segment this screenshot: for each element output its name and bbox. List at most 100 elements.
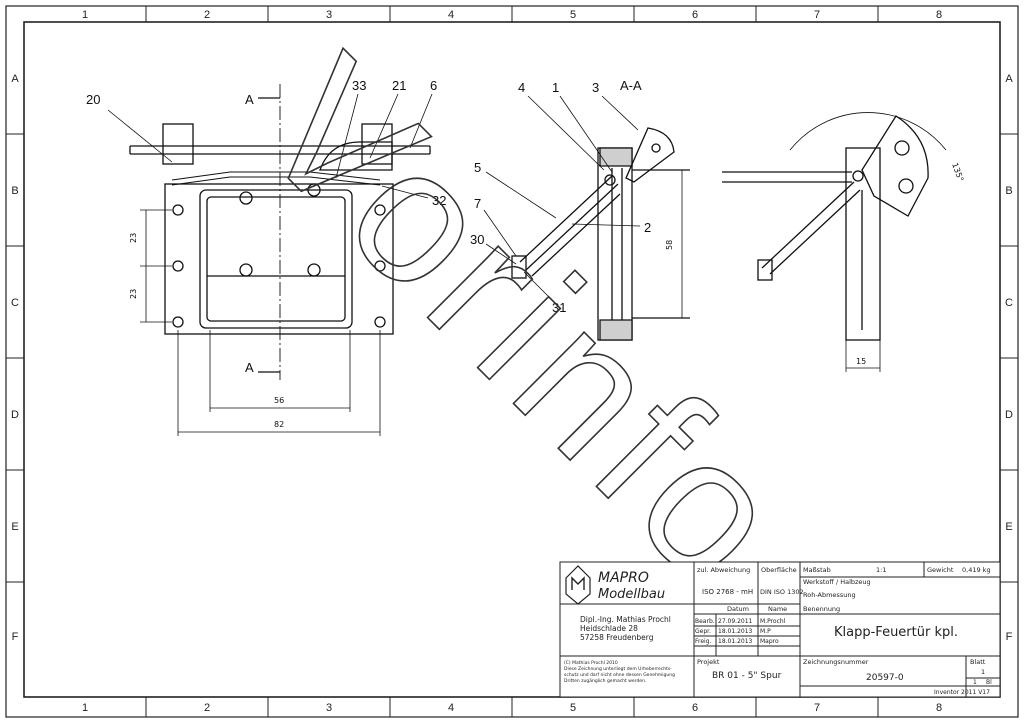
row-gepr-date: 18.01.2013 <box>718 628 753 635</box>
sheet-header: Blatt <box>970 658 986 666</box>
row-bearb-date: 27.09.2011 <box>718 618 753 625</box>
surface-header: Oberfläche <box>761 566 797 574</box>
side-view <box>722 112 947 372</box>
material-header: Werkstoff / Halbzeug <box>803 578 871 586</box>
grid-row-a-right: A <box>1005 73 1013 85</box>
grid-col-8-bottom: 8 <box>936 702 942 714</box>
callout-4: 4 <box>518 80 525 95</box>
callout-20: 20 <box>86 92 100 107</box>
sheet-of: 1 <box>973 679 977 686</box>
grid-col-8-top: 8 <box>936 9 942 21</box>
row-freig-label: Freig. <box>695 638 712 645</box>
sheet-value: 1 <box>981 668 985 676</box>
row-bearb-name: M.Prochl <box>760 618 786 625</box>
project-value: BR 01 - 5" Spur <box>712 671 782 681</box>
callout-33: 33 <box>352 78 366 93</box>
tolerance-header: zul. Abweichung <box>697 566 750 574</box>
grid-row-e-left: E <box>11 521 18 533</box>
section-leaders <box>483 95 641 297</box>
copyright-line-1: (C) Mathias Prochl 2010 <box>564 660 618 666</box>
section-view <box>511 127 690 341</box>
drawing-no-header: Zeichnungsnummer <box>803 658 869 666</box>
grid-row-a-left: A <box>11 73 19 85</box>
dim-15: 15 <box>856 357 866 366</box>
grid-col-2-bottom: 2 <box>204 702 210 714</box>
grid-row-c-left: C <box>11 297 19 309</box>
weight-header: Gewicht <box>927 566 954 574</box>
grid-col-2-top: 2 <box>204 9 210 21</box>
software-version: Inventor 2011 V17 <box>934 689 990 696</box>
grid-row-f-left: F <box>12 631 19 643</box>
grid-row-c-right: C <box>1005 297 1013 309</box>
callout-5: 5 <box>474 160 481 175</box>
grid-col-7-bottom: 7 <box>814 702 820 714</box>
surface-value: DIN ISO 1302 <box>760 588 804 596</box>
person-header: Name <box>768 605 787 613</box>
callout-6: 6 <box>430 78 437 93</box>
dim-58: 58 <box>665 240 674 250</box>
grid-row-b-left: B <box>11 185 18 197</box>
grid-col-1-top: 1 <box>82 9 88 21</box>
rawsize-header: Roh-Abmessung <box>803 591 856 599</box>
row-gepr-label: Gepr. <box>695 628 711 635</box>
watermark: Vorinfo <box>221 19 829 627</box>
callout-31: 31 <box>552 300 566 315</box>
title-block <box>559 561 1001 698</box>
callout-32: 32 <box>432 193 446 208</box>
row-gepr-name: M.P <box>760 628 771 635</box>
scale-header: Maßstab <box>803 566 831 574</box>
project-header: Projekt <box>697 658 720 666</box>
mapro-logo <box>565 565 591 605</box>
dim-56: 56 <box>274 396 284 405</box>
grid-col-7-top: 7 <box>814 9 820 21</box>
callout-1: 1 <box>552 80 559 95</box>
address-line-1: Dipl.-Ing. Mathias Prochl <box>580 615 671 624</box>
sheet-of-unit: Bl <box>986 679 992 686</box>
section-mark-top: A <box>245 92 254 107</box>
grid-row-b-right: B <box>1005 185 1012 197</box>
row-freig-name: Mapro <box>760 638 779 645</box>
callout-3: 3 <box>592 80 599 95</box>
dim-82: 82 <box>274 420 284 429</box>
drawing-title: Klapp-Feuertür kpl. <box>834 625 958 640</box>
dim-23-lower: 23 <box>129 289 138 299</box>
callout-7: 7 <box>474 196 481 211</box>
callout-2: 2 <box>644 220 651 235</box>
row-bearb-label: Bearb. <box>695 618 715 625</box>
front-view <box>129 84 431 380</box>
grid-col-3-top: 3 <box>326 9 332 21</box>
grid-col-4-bottom: 4 <box>448 702 454 714</box>
front-dimensions <box>140 209 381 436</box>
grid-row-f-right: F <box>1006 631 1013 643</box>
name-header: Benennung <box>803 605 840 613</box>
grid-col-6-bottom: 6 <box>692 702 698 714</box>
grid-ticks <box>6 6 1018 717</box>
dim-23-upper: 23 <box>129 233 138 243</box>
grid-row-d-right: D <box>1005 409 1013 421</box>
row-freig-date: 18.01.2013 <box>718 638 753 645</box>
date-header: Datum <box>727 605 749 613</box>
grid-col-4-top: 4 <box>448 9 454 21</box>
grid-col-1-bottom: 1 <box>82 702 88 714</box>
address-line-3: 57258 Freudenberg <box>580 633 654 642</box>
copyright-line-3: schutz und darf nicht ohne dessen Genehm… <box>564 672 675 678</box>
callout-21: 21 <box>392 78 406 93</box>
address-line-2: Heidschlade 28 <box>580 624 638 633</box>
drawing-no: 20597-0 <box>866 673 904 683</box>
weight-value: 0,419 kg <box>962 566 991 574</box>
grid-col-5-top: 5 <box>570 9 576 21</box>
callout-30: 30 <box>470 232 484 247</box>
grid-col-5-bottom: 5 <box>570 702 576 714</box>
front-leaders <box>107 93 433 199</box>
grid-col-3-bottom: 3 <box>326 702 332 714</box>
company-subtitle: Modellbau <box>598 587 665 602</box>
copyright-line-4: Dritten zugänglich gemacht werden. <box>564 678 646 684</box>
grid-row-d-left: D <box>11 409 19 421</box>
dim-135-deg: 135° <box>950 162 965 183</box>
grid-row-e-right: E <box>1005 521 1012 533</box>
scale-value: 1:1 <box>876 566 886 574</box>
section-mark-bottom: A <box>245 360 254 375</box>
tolerance-value: ISO 2768 - mH <box>702 588 753 596</box>
grid-col-6-top: 6 <box>692 9 698 21</box>
